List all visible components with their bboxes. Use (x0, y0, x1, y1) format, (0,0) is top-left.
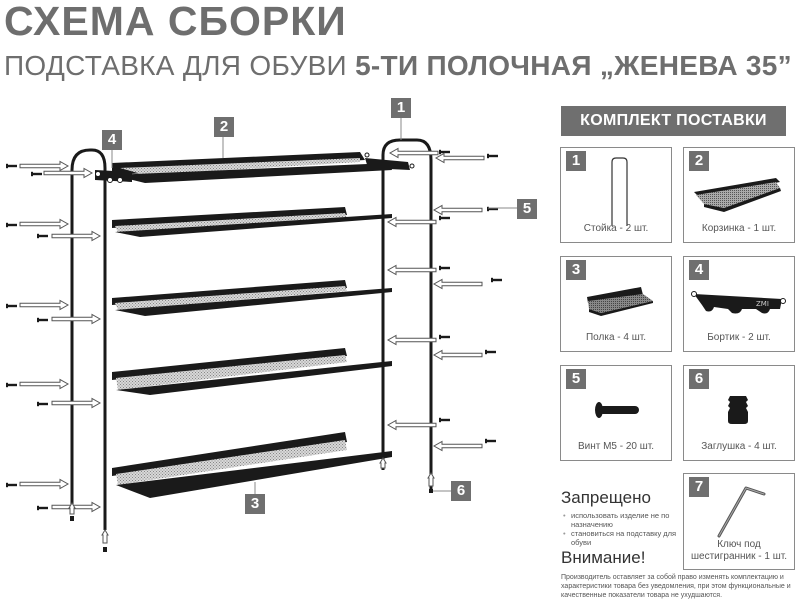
kit-header: КОМПЛЕКТ ПОСТАВКИ (561, 106, 786, 136)
right-upright (381, 138, 433, 490)
kit-item-number: 2 (689, 151, 709, 171)
callout-1: 1 (391, 98, 411, 118)
side-rail-marking: ZMI (756, 300, 769, 308)
kit-item-label: Бортик - 2 шт. (707, 332, 771, 343)
forbidden-item: становиться на подставку для обуви (563, 529, 693, 547)
right-screws (387, 148, 502, 451)
kit-item-label: Винт М5 - 20 шт. (577, 441, 655, 452)
kit-item-label: Корзинка - 1 шт. (701, 223, 777, 234)
forbidden-title: Запрещено (561, 488, 651, 507)
kit-item-basket: 2 Корзинка - 1 шт. (683, 147, 795, 243)
left-upright (70, 148, 107, 530)
kit-item-number: 1 (566, 151, 586, 171)
kit-item-hex-key: 7 Ключ под шестигранник - 1 шт. (683, 473, 795, 570)
shelf-4 (112, 432, 392, 498)
callout-3: 3 (245, 494, 265, 514)
shelf-icon (587, 287, 653, 316)
forbidden-list: использовать изделие не по назначению ст… (563, 511, 693, 547)
kit-item-label-line2: шестигранник - 1 шт. (690, 551, 788, 562)
frame-upright-icon (611, 157, 628, 226)
kit-item-number: 7 (689, 477, 709, 497)
kit-item-side-rail: 4 ZMI Бортик - 2 шт. (683, 256, 795, 352)
attention-title: Внимание! (561, 548, 646, 567)
kit-item-screw: 5 Винт М5 - 20 шт. (560, 365, 672, 461)
kit-item-label: Полка - 4 шт. (585, 332, 647, 343)
callout-2: 2 (214, 117, 234, 137)
callout-6: 6 (451, 481, 471, 501)
shelf-3 (112, 348, 392, 395)
shelf-2 (112, 280, 392, 316)
kit-item-label: Заглушка - 4 шт. (701, 441, 777, 452)
page-title: СХЕМА СБОРКИ (4, 0, 347, 44)
assembly-diagram (6, 118, 517, 552)
callout-4: 4 (102, 130, 122, 150)
subtitle-regular: ПОДСТАВКА ДЛЯ ОБУВИ (4, 50, 356, 81)
basket-part (95, 152, 415, 183)
shelf-1 (112, 207, 392, 237)
kit-item-label: Стойка - 2 шт. (583, 223, 649, 234)
callout-5: 5 (517, 199, 537, 219)
kit-item-number: 5 (566, 369, 586, 389)
screw-icon (595, 402, 639, 418)
end-caps (68, 457, 435, 552)
kit-item-label: Ключ под шестигранник - 1 шт. (684, 539, 794, 563)
subtitle-bold: 5-ТИ ПОЛОЧНАЯ „ЖЕНЕВА 35” (355, 50, 792, 81)
kit-item-end-cap: 6 Заглушка - 4 шт. (683, 365, 795, 461)
basket-icon (694, 178, 781, 212)
side-rail-icon: ZMI (691, 291, 786, 314)
kit-item-label-line1: Ключ под (717, 539, 761, 550)
page-subtitle: ПОДСТАВКА ДЛЯ ОБУВИ 5-ТИ ПОЛОЧНАЯ „ЖЕНЕВ… (4, 50, 792, 82)
kit-item-shelf: 3 Полка - 4 шт. (560, 256, 672, 352)
kit-item-upright: 1 Стойка - 2 шт. (560, 147, 672, 243)
forbidden-item: использовать изделие не по назначению (563, 511, 693, 529)
kit-item-number: 4 (689, 260, 709, 280)
kit-item-number: 6 (689, 369, 709, 389)
end-cap-icon (728, 396, 748, 424)
left-screws (6, 161, 101, 512)
kit-item-number: 3 (566, 260, 586, 280)
attention-text: Производитель оставляет за собой право и… (561, 574, 791, 599)
hex-key-icon (717, 486, 766, 538)
